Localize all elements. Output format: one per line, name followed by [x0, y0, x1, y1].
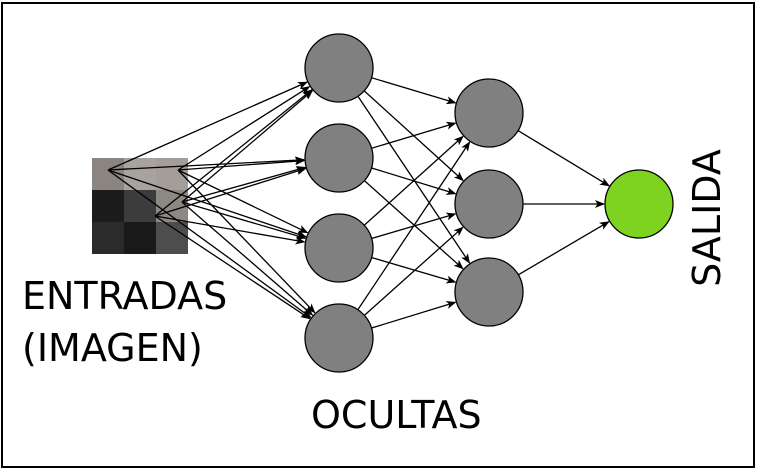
inputs-label-line2: (IMAGEN) — [22, 326, 203, 370]
connection-arrow — [177, 86, 311, 171]
connection-arrow — [177, 157, 306, 171]
output-label: SALIDA — [685, 149, 729, 287]
connections — [107, 67, 610, 339]
connection-arrow — [181, 90, 314, 203]
hidden2-neuron — [454, 257, 524, 327]
input-pixel — [92, 190, 124, 222]
input-pixel — [124, 222, 156, 254]
connection-arrow — [154, 215, 311, 320]
connection-arrow — [181, 201, 307, 240]
input-pixel — [124, 190, 156, 222]
hidden1-neuron — [304, 303, 374, 373]
connection-arrow — [181, 201, 314, 316]
hidden2-neuron — [454, 78, 524, 148]
hidden2-neuron — [454, 169, 524, 239]
connection-arrow — [338, 141, 471, 339]
input-image-grid — [92, 158, 188, 254]
connection-arrow — [107, 169, 312, 318]
connection-arrow — [107, 169, 307, 238]
connection-arrow — [338, 67, 471, 264]
connection-arrow — [181, 165, 307, 203]
connection-arrow — [154, 167, 307, 217]
output-neuron — [604, 169, 674, 239]
connection-arrow — [107, 156, 305, 171]
connection-arrow — [107, 81, 308, 171]
hidden1-neuron — [304, 213, 374, 283]
hidden1-neuron — [304, 123, 374, 193]
inputs-label-line1: ENTRADAS — [22, 274, 227, 318]
hidden-layers-label: OCULTAS — [311, 393, 482, 437]
connection-arrow — [177, 169, 316, 314]
input-pixel — [92, 222, 124, 254]
neurons — [304, 33, 674, 373]
hidden1-neuron — [304, 33, 374, 103]
connection-arrow — [154, 89, 313, 217]
input-pixel — [156, 158, 188, 190]
connection-arrow — [154, 215, 306, 245]
